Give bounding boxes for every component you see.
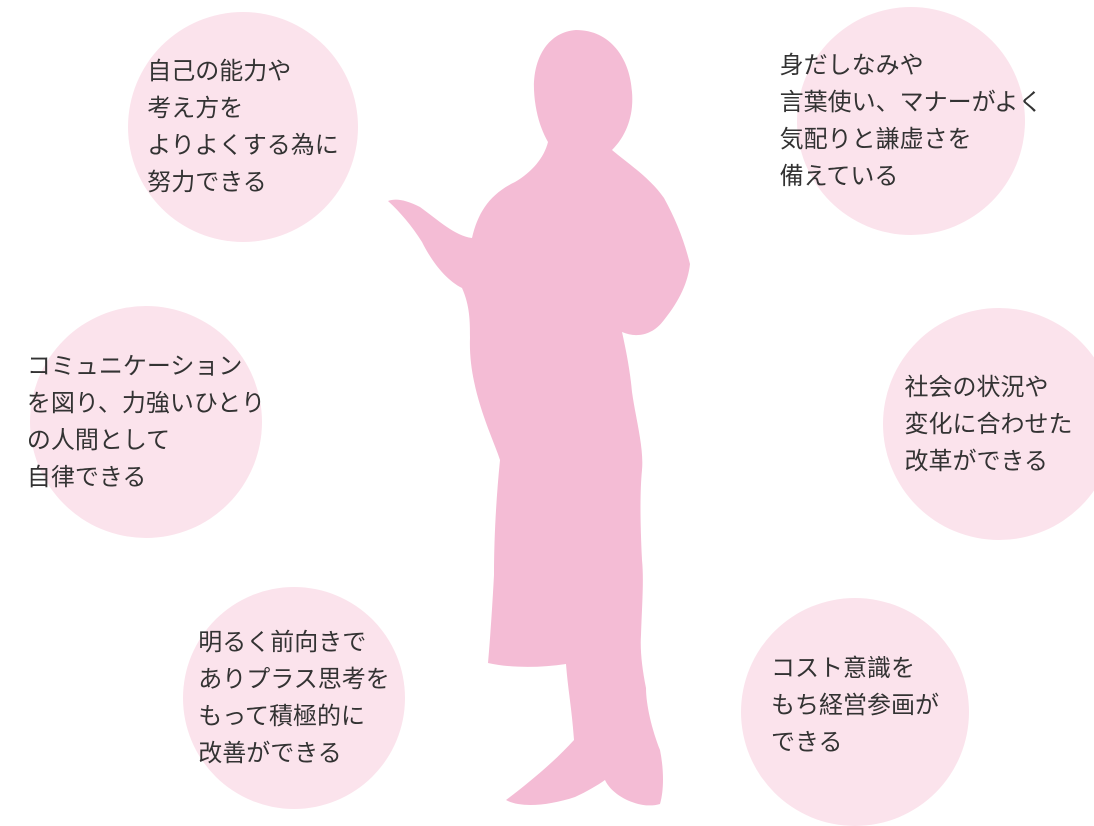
trait-line: コスト意識を [771, 653, 915, 682]
trait-line: コミュニケーション [26, 352, 243, 380]
silhouette-shape [388, 30, 690, 806]
trait-circle-cost-awareness [741, 598, 969, 826]
trait-label-cost-awareness: コスト意識を もち経営参画が できる [741, 598, 969, 812]
trait-line: 自己の能力や [147, 57, 292, 85]
trait-line: 改善ができる [198, 739, 342, 767]
trait-line: 言葉使い、マナーがよく [779, 88, 1043, 116]
trait-circle-self-improvement [128, 12, 358, 242]
trait-line: の人間として [26, 426, 171, 454]
trait-line: 備えている [779, 162, 899, 190]
trait-label-positive-thinking: 明るく前向きで ありプラス思考を もって積極的に 改善ができる [183, 587, 405, 809]
trait-label-self-improvement: 自己の能力や 考え方を よりよくする為に 努力できる [128, 12, 358, 242]
trait-label-social-change: 社会の状況や 変化に合わせた 改革ができる [883, 308, 1094, 540]
trait-line: 気配りと謙虚さを [779, 125, 972, 153]
trait-line: 改革ができる [904, 446, 1049, 475]
trait-circle-social-change [883, 308, 1094, 540]
trait-line: 考え方を [147, 94, 244, 122]
trait-label-manners: 身だしなみや 言葉使い、マナーがよく 気配りと謙虚さを 備えている [752, 7, 1070, 235]
trait-line: もち経営参画が [771, 690, 939, 719]
trait-line: よりよくする為に [147, 131, 339, 159]
trait-line: 身だしなみや [779, 51, 924, 79]
trait-line: 明るく前向きで [198, 628, 367, 656]
trait-line: もって積極的に [198, 702, 366, 730]
trait-circle-positive-thinking [183, 587, 405, 809]
trait-line: できる [771, 727, 843, 756]
trait-circle-communication [30, 306, 262, 538]
trait-line: ありプラス思考を [198, 665, 390, 693]
trait-line: を図り、力強いひとり [26, 389, 266, 417]
trait-line: 自律できる [26, 463, 147, 491]
trait-label-communication: コミュニケーション を図り、力強いひとり の人間として 自律できる [2, 306, 290, 538]
trait-circle-manners [797, 7, 1025, 235]
trait-line: 変化に合わせた [904, 409, 1073, 438]
trait-line: 努力できる [147, 168, 267, 196]
trait-line: 社会の状況や [904, 372, 1049, 401]
